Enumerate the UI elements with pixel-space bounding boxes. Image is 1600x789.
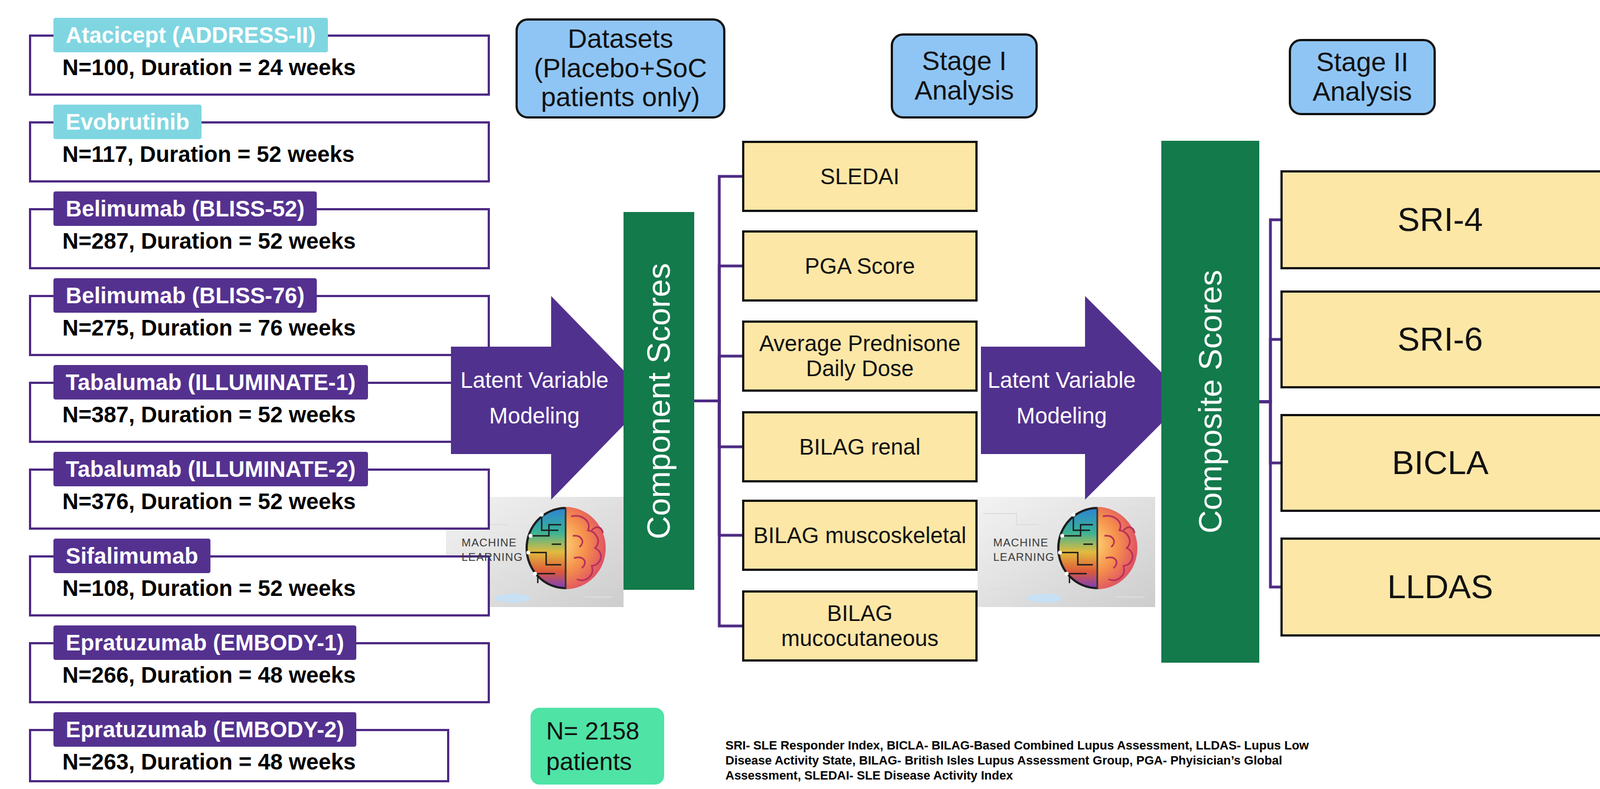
arrow-shape-layer bbox=[450, 296, 651, 500]
trial-details: N=387, Duration = 52 weeks bbox=[62, 401, 356, 428]
stage-header: Stage II Analysis bbox=[1288, 38, 1436, 116]
trial-name: Belimumab (BLISS-76) bbox=[53, 278, 317, 313]
component-label: BILAG mucocutaneous bbox=[748, 601, 971, 652]
trial-box: Epratuzumab (EMBODY-2)N=263, Duration = … bbox=[28, 729, 450, 783]
composite-box: LLDAS bbox=[1280, 537, 1600, 637]
bracket-connector bbox=[1259, 339, 1281, 402]
trial-box: Epratuzumab (EMBODY-1)N=266, Duration = … bbox=[28, 642, 490, 704]
bracket-connector bbox=[1259, 401, 1281, 588]
component-box: PGA Score bbox=[742, 230, 978, 302]
trial-details: N=108, Duration = 52 weeks bbox=[62, 575, 356, 602]
dataset-header: Datasets (Placebo+SoC patients only) bbox=[515, 18, 726, 119]
trial-box: Tabalumab (ILLUMINATE-1)N=387, Duration … bbox=[28, 381, 490, 444]
trial-name: Epratuzumab (EMBODY-1) bbox=[53, 625, 357, 661]
process-arrow: Latent Variable Modeling bbox=[980, 296, 1187, 500]
bar-label: Composite Scores bbox=[1192, 270, 1229, 534]
header-text: Stage I Analysis bbox=[897, 46, 1032, 106]
trial-box: Atacicept (ADDRESS-II)N=100, Duration = … bbox=[28, 34, 490, 96]
trial-name: Tabalumab (ILLUMINATE-1) bbox=[53, 365, 368, 400]
trial-name: Evobrutinib bbox=[53, 104, 202, 140]
machine-learning-image bbox=[977, 497, 1156, 608]
score-bar: Component Scores bbox=[623, 212, 695, 591]
score-bar: Composite Scores bbox=[1161, 140, 1260, 664]
trial-details: N=266, Duration = 48 weeks bbox=[62, 662, 356, 689]
bracket-connector bbox=[694, 401, 743, 627]
trial-box: Belimumab (BLISS-52)N=287, Duration = 52… bbox=[28, 208, 490, 270]
image-caption: MACHINE LEARNING bbox=[993, 535, 1056, 565]
trial-box: Belimumab (BLISS-76)N=275, Duration = 76… bbox=[28, 295, 490, 357]
trial-name: Belimumab (BLISS-52) bbox=[53, 191, 317, 227]
arrow-shape-layer bbox=[980, 296, 1187, 500]
trial-details: N=100, Duration = 24 weeks bbox=[62, 54, 356, 81]
stage-header: Stage I Analysis bbox=[890, 33, 1038, 119]
header-text: Datasets (Placebo+SoC patients only) bbox=[522, 24, 719, 113]
component-label: BILAG muscoskeletal bbox=[753, 523, 966, 549]
trial-box: SifalimumabN=108, Duration = 52 weeks bbox=[28, 555, 490, 617]
count-label: N= 2158 patients bbox=[546, 715, 656, 778]
process-arrow: Latent Variable Modeling bbox=[450, 296, 651, 500]
arrow-shape bbox=[980, 296, 1187, 500]
trial-details: N=263, Duration = 48 weeks bbox=[62, 749, 356, 775]
component-box: BILAG renal bbox=[742, 411, 978, 483]
trial-name: Atacicept (ADDRESS-II) bbox=[53, 17, 328, 53]
composite-label: BICLA bbox=[1391, 444, 1489, 482]
trial-details: N=376, Duration = 52 weeks bbox=[62, 488, 356, 515]
trial-name: Sifalimumab bbox=[53, 538, 211, 574]
composite-box: BICLA bbox=[1280, 414, 1600, 513]
trial-details: N=117, Duration = 52 weeks bbox=[62, 141, 355, 168]
composite-label: SRI-4 bbox=[1397, 200, 1483, 239]
bracket-connector bbox=[694, 266, 743, 402]
arrow-label: Latent Variable Modeling bbox=[983, 362, 1140, 434]
trial-name: Epratuzumab (EMBODY-2) bbox=[53, 712, 357, 748]
bracket-connector bbox=[694, 176, 743, 402]
abbreviation-note: SRI- SLE Responder Index, BICLA- BILAG-B… bbox=[725, 738, 1355, 784]
bracket-connector bbox=[694, 356, 743, 402]
component-box: Average Prednisone Daily Dose bbox=[742, 320, 978, 392]
component-label: SLEDAI bbox=[820, 164, 900, 190]
trial-details: N=287, Duration = 52 weeks bbox=[62, 228, 356, 254]
arrow-label: Latent Variable Modeling bbox=[456, 362, 613, 434]
arrow-shape bbox=[450, 296, 651, 500]
component-label: BILAG renal bbox=[799, 434, 921, 460]
bar-label: Component Scores bbox=[641, 262, 677, 539]
component-box: SLEDAI bbox=[742, 140, 978, 213]
component-box: BILAG mucocutaneous bbox=[742, 590, 978, 662]
composite-box: SRI-6 bbox=[1280, 290, 1600, 389]
image-caption: MACHINE LEARNING bbox=[461, 535, 524, 565]
component-label: PGA Score bbox=[805, 253, 916, 279]
component-label: Average Prednisone Daily Dose bbox=[748, 331, 971, 382]
trial-name: Tabalumab (ILLUMINATE-2) bbox=[53, 452, 368, 487]
composite-label: SRI-6 bbox=[1397, 320, 1483, 358]
component-box: BILAG muscoskeletal bbox=[742, 499, 978, 572]
trial-box: EvobrutinibN=117, Duration = 52 weeks bbox=[28, 121, 490, 183]
header-text: Stage II Analysis bbox=[1295, 47, 1430, 107]
bracket-connector bbox=[1259, 219, 1281, 402]
patient-count: N= 2158 patients bbox=[530, 708, 665, 785]
trial-box: Tabalumab (ILLUMINATE-2)N=376, Duration … bbox=[28, 468, 490, 530]
trial-details: N=275, Duration = 76 weeks bbox=[62, 315, 356, 341]
composite-box: SRI-4 bbox=[1280, 170, 1600, 270]
composite-label: LLDAS bbox=[1387, 568, 1494, 606]
